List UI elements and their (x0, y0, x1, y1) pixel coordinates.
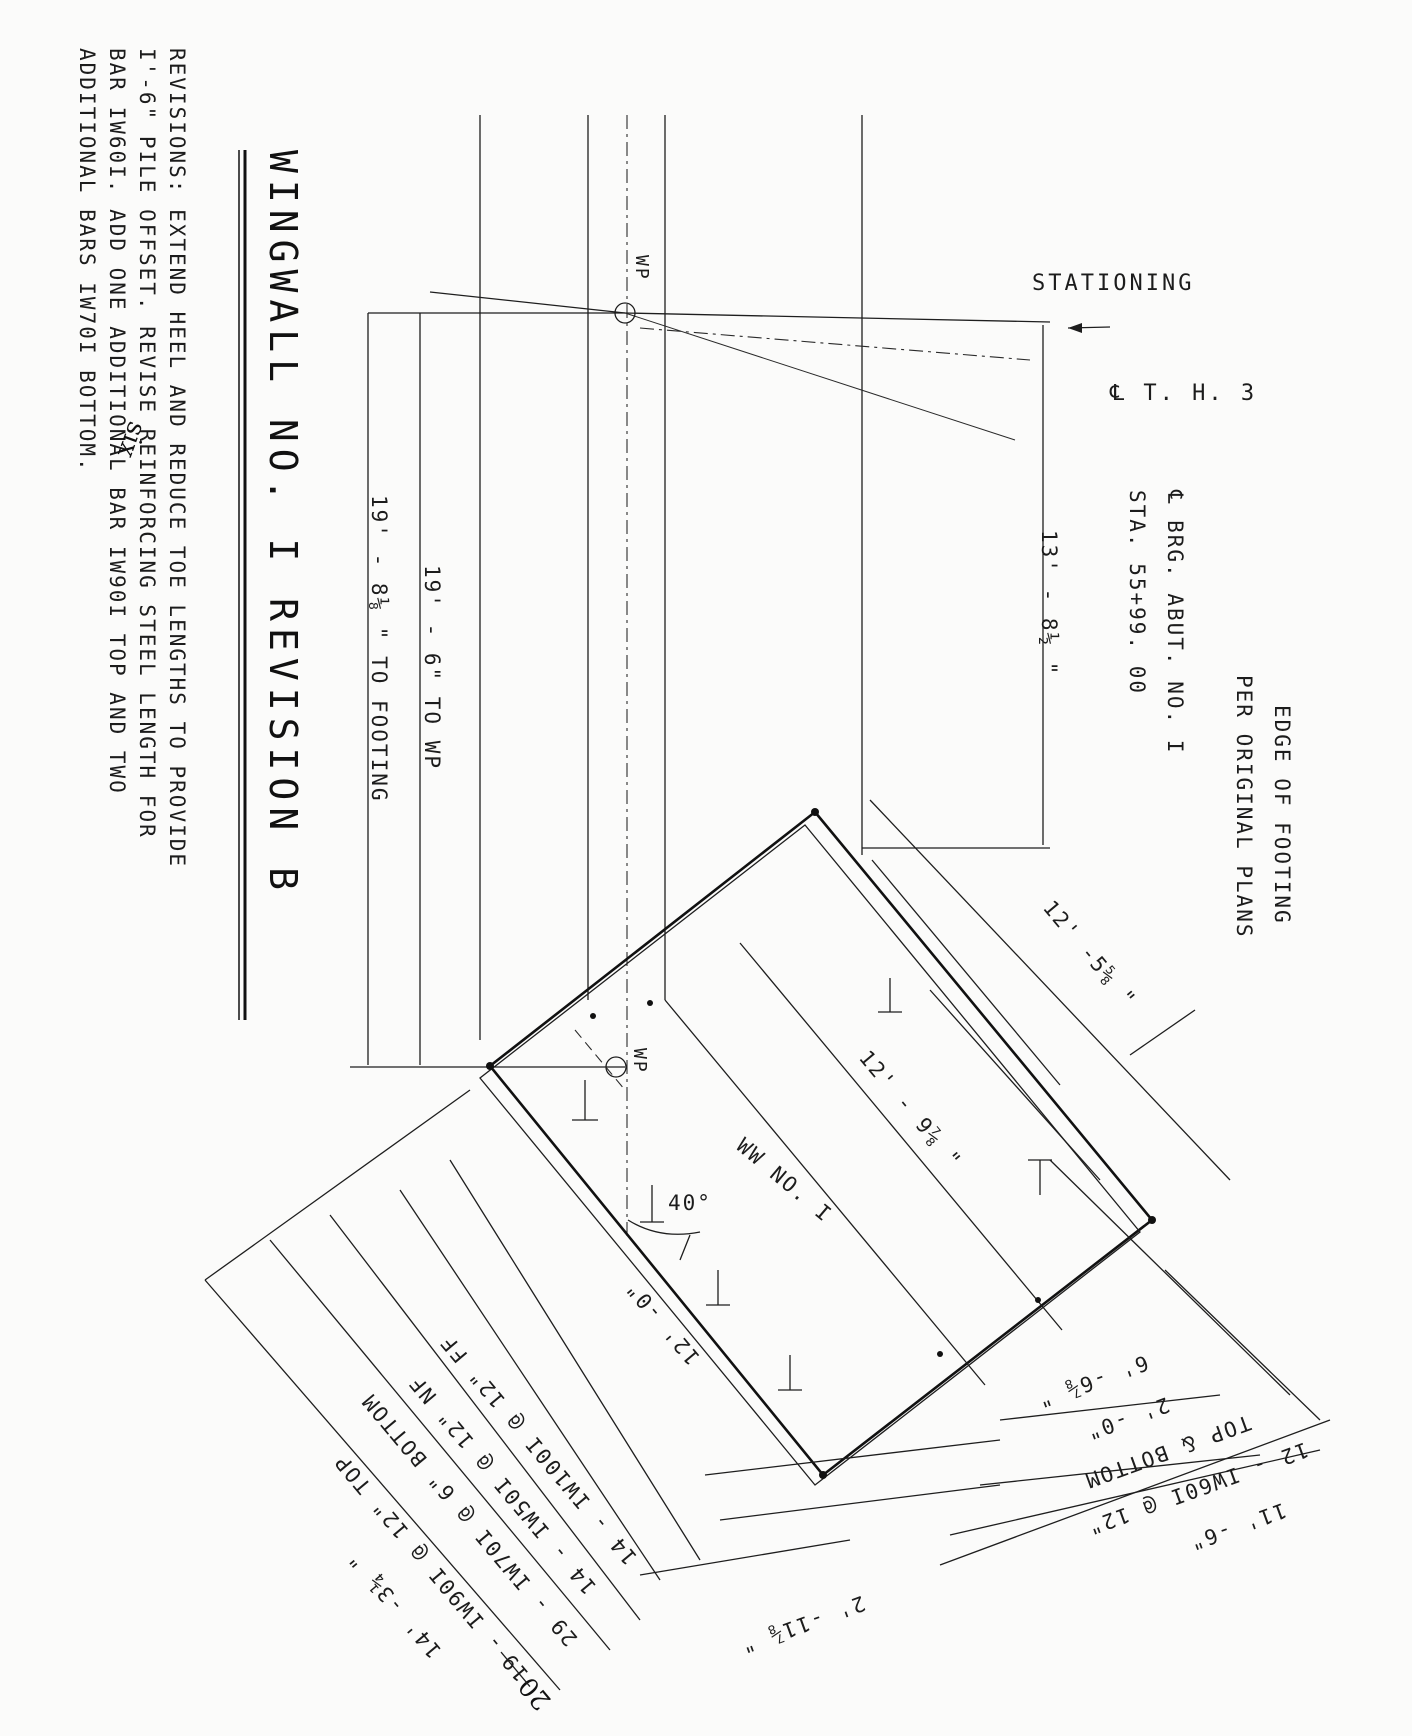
edge-footing-label-2: PER ORIGINAL PLANS (1232, 675, 1256, 939)
abutment-lines (479, 115, 863, 1240)
angle-label: 40° (668, 1191, 712, 1215)
centerline-th3 (429, 291, 1111, 441)
revision-line-2: I'-6" PILE OFFSET. REVISE REINFORCING ST… (135, 48, 159, 839)
stationing-label: STATIONING (1032, 271, 1194, 296)
brg-abut-label: ℄ BRG. ABUT. NO. I (1163, 489, 1187, 754)
dim-13-8: 13' - 8½ " (1037, 530, 1061, 676)
wp-label-top: WP (631, 255, 652, 281)
th3-label: ℄ T. H. 3 (1109, 381, 1257, 406)
dim-19-6-wp: 19' - 6" TO WP (420, 565, 444, 770)
wp-label-bottom: WP (629, 1048, 650, 1074)
dimension-lines-left (350, 312, 1050, 1068)
ww-no-label: WW NO. I (732, 1133, 837, 1227)
revision-line-1: REVISIONS: EXTEND HEEL AND REDUCE TOE LE… (165, 48, 189, 868)
revisions-block: REVISIONS: EXTEND HEEL AND REDUCE TOE LE… (75, 48, 189, 868)
revision-line-3: BAR IW60I. ADD ONE ADDITIONAL BAR IW90I … (105, 48, 129, 795)
dim-12-9: 12' - 9⅞ " (854, 1046, 967, 1174)
dim-2-0: 2' -0" (1082, 1392, 1173, 1445)
corner-points (486, 808, 1156, 1479)
edge-footing-label-1: EDGE OF FOOTING (1270, 705, 1294, 925)
revision-line-4: ADDITIONAL BARS IW70I BOTTOM. (75, 48, 99, 473)
dim-2-11: 2' -11⅞ " (736, 1591, 868, 1659)
pile-symbols (572, 978, 1052, 1391)
dim-11-6: 11' -6" (1185, 1498, 1290, 1556)
dimension-lines-bottom (204, 1089, 1001, 1691)
station-label: STA. 55+99. 00 (1125, 490, 1149, 695)
angle-arc (627, 1219, 701, 1235)
drawing-title: WINGWALL NO. I REVISION B (261, 150, 305, 897)
dim-19-8-footing: 19' - 8⅛ " TO FOOTING (367, 495, 391, 803)
dimension-lines-right (869, 799, 1331, 1566)
dim-12-0: 12' -0" (620, 1276, 704, 1370)
